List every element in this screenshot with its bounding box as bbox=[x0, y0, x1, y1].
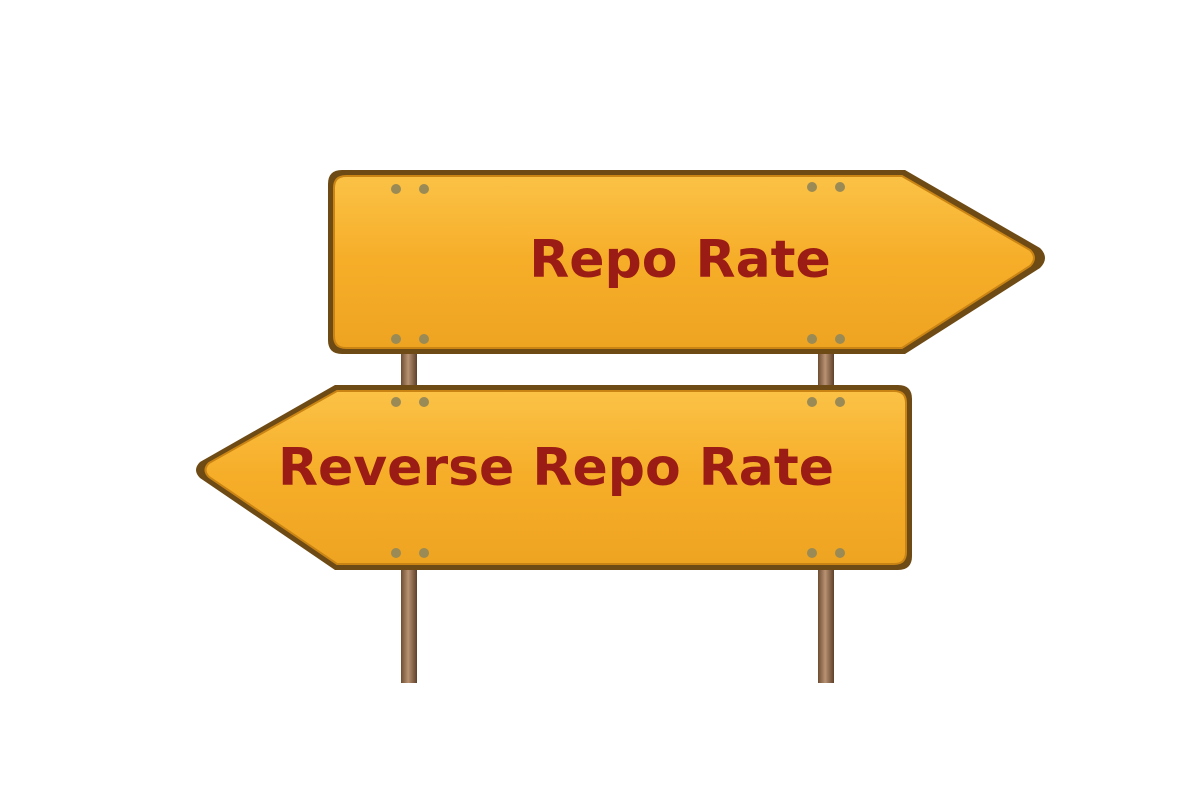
bolt-group bbox=[391, 397, 845, 558]
top-sign: Repo Rate bbox=[328, 170, 1045, 354]
top-sign-label: Repo Rate bbox=[529, 230, 831, 290]
bolt-group bbox=[391, 182, 845, 344]
bottom-sign: Reverse Repo Rate bbox=[196, 385, 912, 570]
bottom-sign-label: Reverse Repo Rate bbox=[278, 438, 834, 498]
